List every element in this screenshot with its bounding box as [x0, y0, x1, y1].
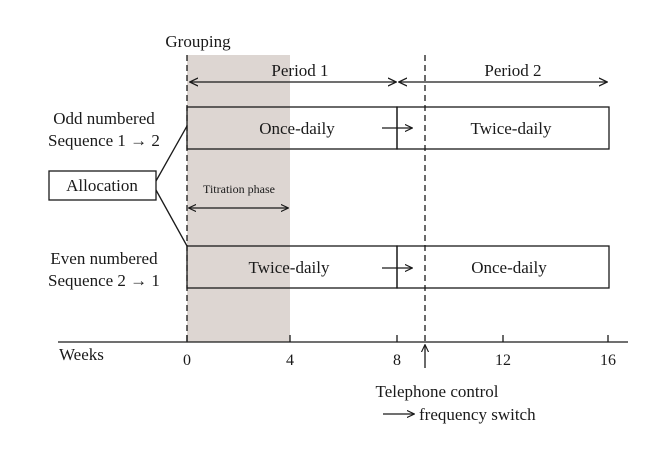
odd-period2-regimen: Twice-daily [471, 119, 552, 138]
telephone-control-label: Telephone control [376, 382, 499, 401]
branch-to-odd [155, 125, 188, 182]
branch-to-even [155, 189, 188, 247]
axis-ticks [186, 335, 609, 342]
period1-label: Period 1 [271, 61, 328, 80]
allocation-box [48, 170, 157, 201]
period2-label: Period 2 [484, 61, 541, 80]
axis-tick-label: 8 [393, 352, 401, 369]
even-period2-regimen: Once-daily [471, 258, 547, 277]
odd-group-line1: Odd numbered [53, 109, 155, 128]
odd-period1-regimen: Once-daily [259, 119, 335, 138]
axis-tick-label: 0 [183, 352, 191, 369]
even-group-line1: Even numbered [50, 249, 158, 268]
titration-label: Titration phase [203, 182, 275, 196]
even-period2-box [396, 245, 610, 289]
axis-tick-label: 16 [600, 352, 616, 369]
axis-label-weeks: Weeks [59, 345, 104, 364]
odd-group-line2: Sequence 1 → 2 [48, 131, 160, 150]
grouping-label: Grouping [165, 32, 231, 51]
allocation-label: Allocation [66, 176, 138, 195]
frequency-switch-label: frequency switch [419, 405, 536, 424]
even-period1-regimen: Twice-daily [249, 258, 330, 277]
titration-shaded-band [187, 55, 290, 342]
axis-tick-label: 4 [286, 352, 294, 369]
axis-tick-label: 12 [495, 352, 511, 369]
even-group-line2: Sequence 2 → 1 [48, 271, 160, 290]
